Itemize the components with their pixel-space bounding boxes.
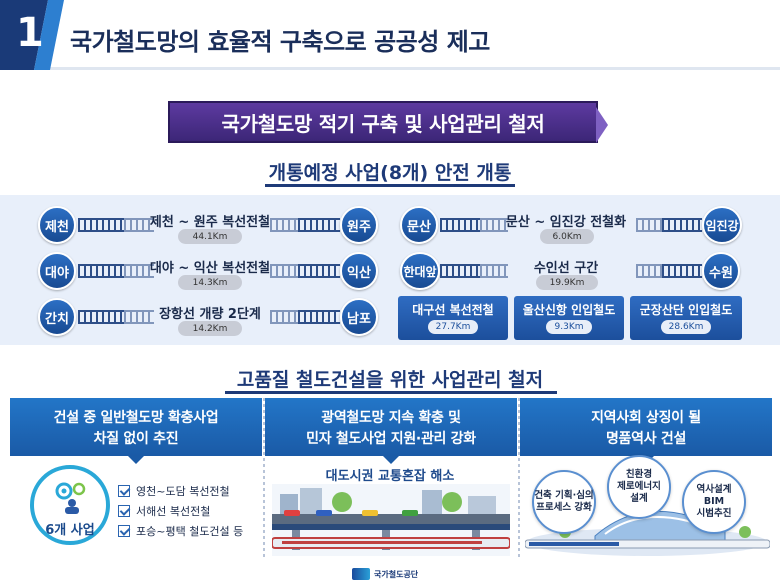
station-start: 문산	[400, 206, 438, 244]
section1-underline	[265, 184, 515, 187]
route-name: 대야 ~ 익산 복선전철	[149, 261, 271, 276]
logo-text: 국가철도공단	[374, 569, 419, 579]
city-train-illustration	[272, 484, 510, 556]
page-title: 국가철도망의 효율적 구축으로 공공성 제고	[70, 28, 490, 56]
info-bubble: 역사설계 BIM 시범추진	[682, 470, 746, 534]
bubble-text: 건축 기획·심의 프로세스 강화	[534, 490, 594, 513]
track-fade	[124, 310, 154, 324]
card-header: 지역사회 상징이 될 명품역사 건설	[520, 398, 772, 464]
route-length: 6.0Km	[540, 229, 594, 244]
bubble-text: 친환경 제로에너지 설계	[617, 469, 661, 504]
checklist-item: 포승~평택 철도건설 등	[118, 523, 243, 539]
checklist-item: 서해선 복선전철	[118, 503, 210, 519]
header-background	[0, 0, 64, 70]
station-end: 익산	[340, 252, 378, 290]
station-start: 대야	[38, 252, 76, 290]
card-title-line2: 명품역사 건설	[605, 431, 687, 447]
banner-fold	[596, 107, 608, 143]
station-start: 한대앞	[400, 252, 440, 290]
main-banner: 국가철도망 적기 구축 및 사업관리 철저	[168, 101, 608, 143]
station-start: 간치	[38, 298, 76, 336]
track-fade	[124, 218, 154, 232]
route-box-length: 28.6Km	[661, 320, 711, 334]
logo-icon	[352, 568, 370, 580]
card-title-line1: 건설 중 일반철도망 확충사업	[53, 410, 219, 426]
track-fade	[270, 264, 300, 278]
card-header: 광역철도망 지속 확충 및 민자 철도사업 지원·관리 강화	[265, 398, 517, 464]
track-left	[440, 264, 480, 278]
banner-box	[168, 101, 598, 143]
bubble-text: 역사설계 BIM 시범추진	[696, 484, 732, 519]
checklist-text: 포승~평택 철도건설 등	[136, 525, 244, 538]
gear-people-icon	[55, 482, 86, 514]
card-title-line1: 광역철도망 지속 확충 및	[321, 410, 461, 426]
checklist-text: 서해선 복선전철	[136, 505, 211, 518]
station-start: 제천	[38, 206, 76, 244]
track-fade	[124, 264, 154, 278]
station-end: 남포	[340, 298, 378, 336]
route-box-name: 군장산단 인입철도	[639, 303, 733, 317]
card2-caption: 대도시권 교통혼잡 해소	[325, 469, 455, 484]
track-fade	[270, 310, 300, 324]
track-right	[298, 310, 340, 324]
card-title-line2: 차질 없이 추진	[93, 431, 179, 447]
info-bubble: 친환경 제로에너지 설계	[607, 455, 671, 519]
card-divider	[518, 398, 520, 558]
route-name: 문산 ~ 임진강 전철화	[505, 215, 627, 230]
route-box-name: 울산신항 인입철도	[522, 303, 616, 317]
track-right	[662, 264, 702, 278]
route-name: 장항선 개량 2단계	[159, 307, 261, 322]
card-title-line2: 민자 철도사업 지원·관리 강화	[306, 431, 476, 447]
card-divider	[263, 398, 265, 558]
checkbox-icon	[118, 525, 130, 537]
station-end: 원주	[340, 206, 378, 244]
info-bubble: 건축 기획·심의 프로세스 강화	[532, 470, 596, 534]
checkbox-icon	[118, 505, 130, 517]
route-length: 14.3Km	[178, 275, 242, 290]
checklist-item: 영천~도담 복선전철	[118, 483, 230, 499]
track-left	[78, 310, 124, 324]
station-end: 수원	[702, 252, 740, 290]
track-left	[440, 218, 480, 232]
card-notch	[128, 456, 144, 464]
route-length: 44.1Km	[178, 229, 242, 244]
station-end: 임진강	[702, 206, 742, 244]
badge-text: 6개 사업	[45, 523, 95, 538]
route-name: 제천 ~ 원주 복선전철	[149, 215, 271, 230]
route-length: 19.9Km	[536, 275, 598, 290]
section2-title: 고품질 철도건설을 위한 사업관리 철저	[236, 369, 544, 391]
route-box: 울산신항 인입철도 9.3Km	[514, 296, 624, 340]
card-notch	[383, 456, 399, 464]
route-box: 군장산단 인입철도 28.6Km	[630, 296, 742, 340]
track-fade	[480, 218, 508, 232]
track-fade	[636, 264, 664, 278]
track-right	[298, 218, 340, 232]
footer-logo: 국가철도공단	[352, 566, 432, 582]
section1-title: 개통예정 사업(8개) 안전 개통	[268, 162, 512, 184]
route-box: 대구선 복선전철 27.7Km	[398, 296, 508, 340]
route-box-name: 대구선 복선전철	[412, 303, 494, 317]
track-left	[78, 218, 124, 232]
page-header: 1 국가철도망의 효율적 구축으로 공공성 제고	[0, 0, 780, 70]
card-title-line1: 지역사회 상징이 될	[591, 410, 701, 426]
section2-underline	[225, 391, 557, 394]
track-right	[662, 218, 702, 232]
checklist-text: 영천~도담 복선전철	[136, 485, 230, 498]
route-name: 수인선 구간	[533, 261, 599, 276]
track-fade	[636, 218, 664, 232]
track-right	[298, 264, 340, 278]
route-box-length: 9.3Km	[546, 320, 592, 334]
track-fade	[270, 218, 300, 232]
projects-badge: 6개 사업	[30, 465, 110, 545]
card-header: 건설 중 일반철도망 확충사업 차질 없이 추진	[10, 398, 262, 464]
route-box-length: 27.7Km	[428, 320, 478, 334]
banner-text: 국가철도망 적기 구축 및 사업관리 철저	[221, 112, 545, 136]
section-number: 1	[16, 10, 44, 56]
track-fade	[480, 264, 508, 278]
route-length: 14.2Km	[178, 321, 242, 336]
track-left	[78, 264, 124, 278]
checkbox-icon	[118, 485, 130, 497]
